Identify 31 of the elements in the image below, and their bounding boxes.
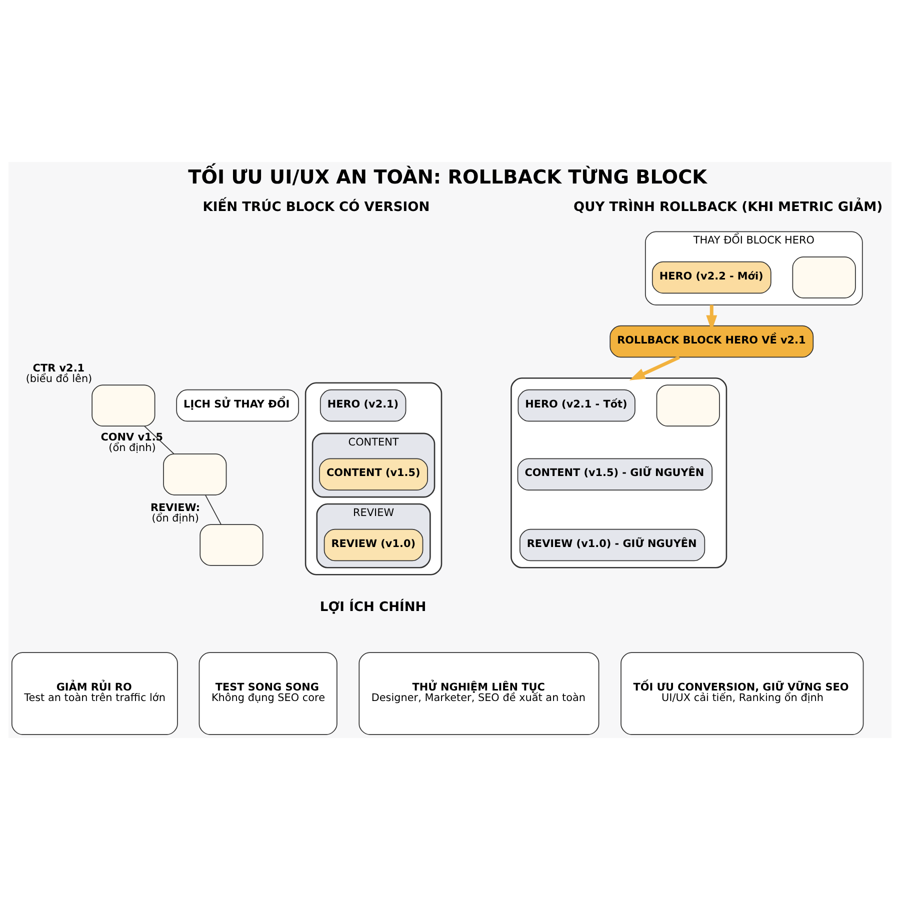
node-label: CTR v2.1 <box>32 362 85 375</box>
node-box: HERO (v2.1) <box>320 389 406 422</box>
cluster <box>510 377 728 568</box>
node-box: CONTENT (v1.5) - GIỮ NGUYÊN <box>517 458 712 491</box>
connector <box>205 494 222 525</box>
node-label: (ổn định) <box>152 512 199 525</box>
node-label: (ổn định) <box>108 442 156 454</box>
node-box: REVIEW (v1.0) - GIỮ NGUYÊN <box>520 528 706 562</box>
node-box <box>792 256 856 298</box>
node-box: TỐI ƯU CONVERSION, GIỮ VỮNG SEO UI/UX cải tiến, Ranking ổn định <box>620 652 864 735</box>
node-box: HERO (v2.1 - Tốt) <box>518 389 636 422</box>
node-label: (biểu đồ lên) <box>26 373 92 386</box>
node-box: LỊCH SỬ THAY ĐỔI <box>176 389 300 422</box>
node-box: THỬ NGHIỆM LIÊN TỤC Designer, Marketer, SEO đề xuất an toàn <box>358 652 600 735</box>
cluster <box>304 382 442 576</box>
node-box: ROLLBACK BLOCK HERO VỀ v2.1 <box>610 325 814 358</box>
node-box: GIẢM RỦI RO Test an toàn trên traffic lớn <box>11 652 178 735</box>
node-box <box>656 384 720 426</box>
node-box <box>92 384 156 426</box>
node-label: REVIEW: <box>150 502 200 514</box>
label: KIẾN TRÚC BLOCK CÓ VERSION <box>202 200 430 216</box>
node-box <box>163 453 227 496</box>
diagram-title: TỐI ƯU UI/UX AN TOÀN: ROLLBACK TỪNG BLOCK <box>188 165 707 188</box>
node-box: CONTENT (v1.5) <box>319 458 428 491</box>
node-box: HERO (v2.2 - Mới) <box>652 261 772 294</box>
label: LỢI ÍCH CHÍNH <box>320 600 426 616</box>
node-box <box>200 524 264 566</box>
arrow <box>629 356 680 380</box>
label: QUY TRÌNH ROLLBACK (KHI METRIC GIẢM) <box>574 200 883 216</box>
node-box: TEST SONG SONG Không đụng SEO core <box>198 652 338 735</box>
node-box: REVIEW (v1.0) <box>324 528 424 562</box>
